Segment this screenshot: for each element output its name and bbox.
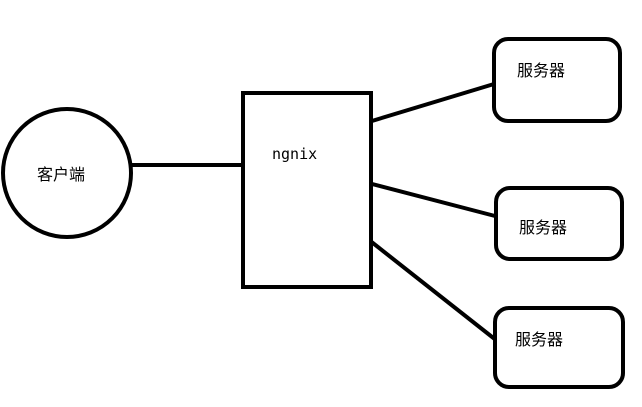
server-node-1: 服务器 — [492, 37, 622, 123]
server-2-label: 服务器 — [519, 218, 567, 237]
nginx-label: ngnix — [272, 145, 317, 163]
edge-nginx-server-1 — [351, 82, 495, 129]
server-1-box — [492, 37, 622, 123]
edge-nginx-server-3 — [348, 223, 503, 346]
client-label: 客户端 — [37, 165, 85, 184]
nginx-node: ngnix — [241, 91, 373, 289]
server-3-box — [493, 306, 625, 389]
client-node: 客户端 — [1, 107, 133, 239]
nginx-box — [241, 91, 373, 289]
server-node-3: 服务器 — [493, 306, 625, 389]
server-2-box — [494, 186, 624, 261]
client-circle — [1, 107, 133, 239]
server-node-2: 服务器 — [494, 186, 624, 261]
server-1-label: 服务器 — [517, 61, 565, 80]
server-3-label: 服务器 — [515, 330, 563, 349]
